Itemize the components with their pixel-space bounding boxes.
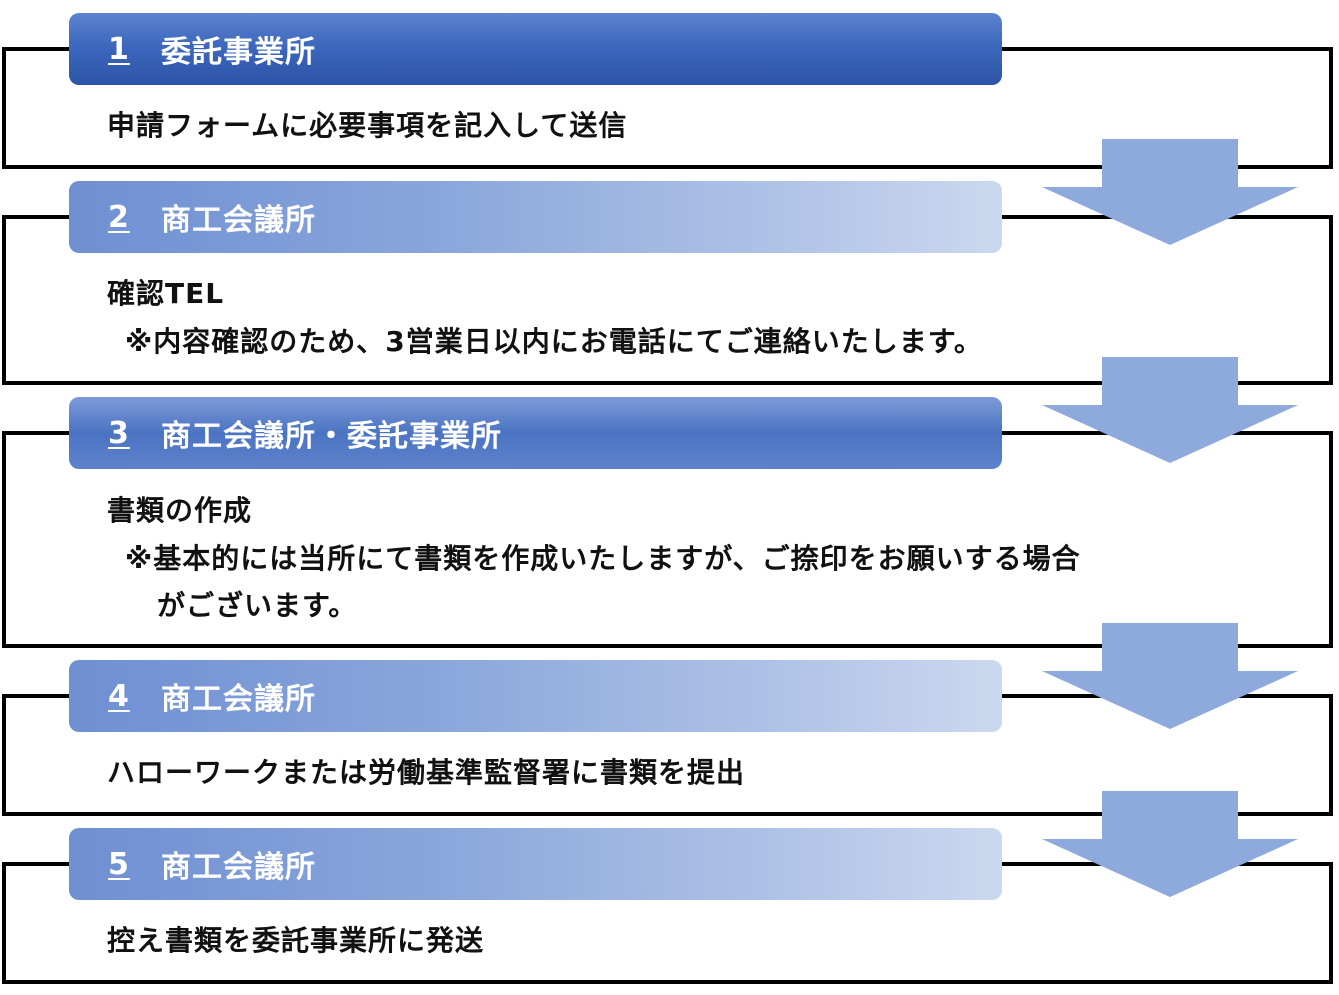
step-5-number: 5 [108,846,130,882]
down-arrow-icon [1042,623,1298,729]
step-3-description: 書類の作成 [107,494,253,527]
step-3-number: 3 [108,415,130,451]
down-arrow-icon [1042,357,1298,463]
step-2-title: 商工会議所 [161,203,316,238]
step-1-title: 委託事業所 [161,35,316,70]
step-3-title: 商工会議所・委託事業所 [161,419,502,454]
step-2-number: 2 [108,199,130,235]
step-1-header: 1 委託事業所 [69,13,1002,85]
step-3-note-line1: ※基本的には当所にて書類を作成いたしますが、ご捺印をお願いする場合 [125,542,1081,575]
step-2-header: 2 商工会議所 [69,181,1002,253]
step-4-header: 4 商工会議所 [69,660,1002,732]
step-5-header: 5 商工会議所 [69,828,1002,900]
step-5-title: 商工会議所 [161,850,316,885]
step-4-number: 4 [108,678,130,714]
step-3-header: 3 商工会議所・委託事業所 [69,397,1002,469]
down-arrow-icon [1042,791,1298,897]
step-4-title: 商工会議所 [161,682,316,717]
down-arrow-icon [1042,139,1298,245]
step-2-description: 確認TEL [107,277,225,310]
step-1-description: 申請フォームに必要事項を記入して送信 [107,109,628,142]
step-5-description: 控え書類を委託事業所に発送 [107,924,485,957]
step-1-number: 1 [108,31,130,67]
step-2-note: ※内容確認のため、3営業日以内にお電話にてご連絡いたします。 [125,325,983,358]
step-3-note-line2: がございます。 [157,589,358,622]
step-4-description: ハローワークまたは労働基準監督署に書類を提出 [107,756,746,789]
